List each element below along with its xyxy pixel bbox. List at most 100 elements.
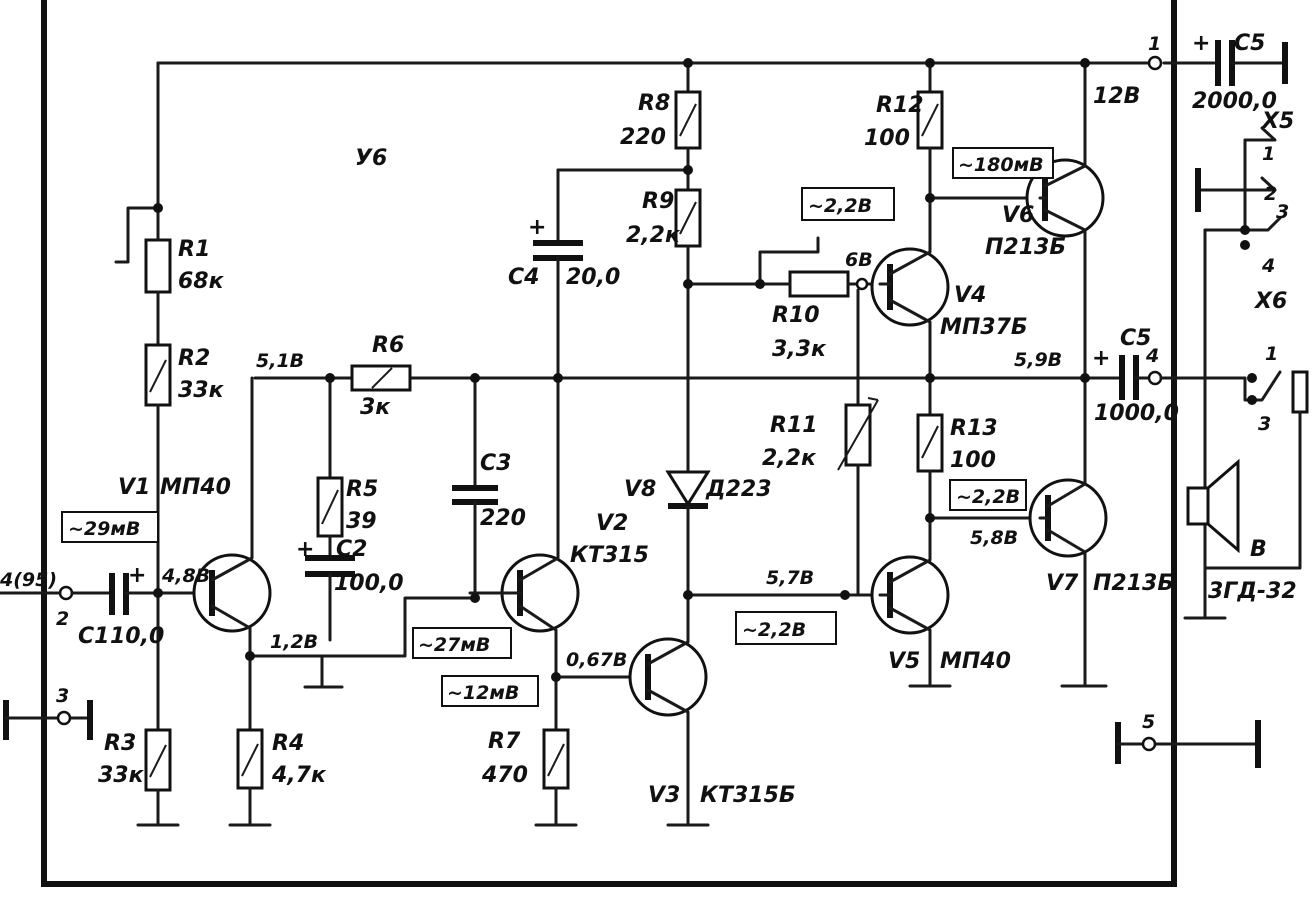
v7-base-voltage: 5,8В	[970, 527, 1018, 549]
c1-ref: C1	[78, 624, 109, 649]
board-frame	[41, 0, 1177, 887]
meas-v7-base: ~2,2В	[956, 486, 1020, 508]
terminal-5[interactable]	[1141, 736, 1157, 752]
c5-top-ref: C5	[1234, 31, 1265, 56]
terminal-3[interactable]	[56, 710, 72, 726]
capacitor-c1	[109, 573, 129, 615]
c4-value: 20,0	[566, 265, 620, 290]
r13-ref: R13	[950, 416, 998, 441]
v6-type: П213Б	[985, 235, 1066, 260]
speaker-ref: B	[1250, 537, 1267, 562]
c2-plus: +	[296, 537, 314, 562]
capacitor-c3	[452, 485, 498, 505]
pin-1: 1	[1148, 33, 1161, 55]
r2-value: 33к	[178, 378, 225, 403]
x6-pin-1: 1	[1265, 343, 1278, 365]
jack-x6	[1291, 370, 1309, 414]
c5-ref: C5	[1120, 326, 1151, 351]
v2-ref: V2	[596, 511, 628, 536]
resistor-r6	[350, 364, 412, 392]
v7-type: П213Б	[1093, 571, 1174, 596]
connector-x5: Х5	[1260, 109, 1294, 134]
r1-ref: R1	[178, 237, 210, 262]
resistor-r1	[144, 238, 172, 294]
r5-value: 39	[346, 509, 377, 534]
pin-3: 3	[56, 685, 69, 707]
r1-value: 68к	[178, 269, 225, 294]
meas-v5-base: ~2,2В	[742, 619, 806, 641]
r10-value: 3,3к	[772, 337, 827, 362]
v1-emitter-voltage: 1,2В	[270, 631, 318, 653]
r5-ref: R5	[346, 477, 378, 502]
r6-ref: R6	[372, 333, 404, 358]
c5-value: 1000,0	[1094, 401, 1179, 426]
c4-ref: C4	[508, 265, 539, 290]
c3-ref: C3	[480, 451, 511, 476]
connector-x6: Х6	[1253, 289, 1287, 314]
v1-type: МП40	[160, 475, 231, 500]
v1-base-voltage: 4,8В	[161, 565, 210, 587]
r2-ref: R2	[178, 346, 210, 371]
pin-2: 2	[56, 608, 69, 630]
v1-collector-voltage: 5,1В	[256, 350, 304, 372]
output-voltage: 5,9В	[1014, 349, 1062, 371]
v1-ref: V1	[118, 475, 150, 500]
meas-v2-base: ~27мВ	[418, 634, 490, 656]
c2-value: 100,0	[334, 571, 404, 596]
v3-base-voltage: 0,67В	[566, 649, 627, 671]
c4-plus: +	[528, 215, 546, 240]
r3-value: 33к	[98, 763, 145, 788]
resistor-r10	[788, 270, 850, 298]
v2-type: КТ315	[570, 543, 649, 568]
terminal-2[interactable]	[58, 585, 74, 601]
r7-value: 470	[481, 763, 528, 788]
v3-type: КТ315Б	[700, 783, 796, 808]
r11-value: 2,2к	[762, 446, 817, 471]
c5-top-value: 2000,0	[1192, 89, 1277, 114]
c5-top-plus: +	[1192, 31, 1210, 56]
c3-value: 220	[480, 506, 526, 531]
r12-ref: R12	[876, 93, 924, 118]
diode-v8	[665, 470, 711, 507]
v6-ref: V6	[1002, 203, 1034, 228]
x6-pin-3: 3	[1258, 413, 1271, 435]
r11-ref: R11	[770, 413, 818, 438]
r13-value: 100	[950, 448, 996, 473]
r9-ref: R9	[642, 189, 674, 214]
v5-type: МП40	[940, 649, 1011, 674]
c1-value: 10,0	[110, 624, 164, 649]
v7-ref: V7	[1046, 571, 1079, 596]
r10-ref: R10	[772, 303, 820, 328]
v8-type: Д223	[705, 477, 772, 502]
v5-ref: V5	[888, 649, 920, 674]
meas-v4-base: ~2,2В	[808, 195, 872, 217]
meas-v6-base: ~180мВ	[958, 154, 1044, 176]
transistor-v4	[870, 247, 950, 327]
pin-4: 4	[1145, 345, 1159, 367]
r3-ref: R3	[104, 731, 136, 756]
r6-value: 3к	[360, 395, 391, 420]
supply-voltage: 12В	[1093, 84, 1140, 109]
v5-base-voltage: 5,7В	[766, 567, 814, 589]
pin-5: 5	[1142, 711, 1155, 733]
v3-ref: V3	[648, 783, 680, 808]
r8-value: 220	[620, 125, 666, 150]
v4-ref: V4	[954, 283, 986, 308]
x5-pin-2: 2	[1264, 183, 1277, 205]
terminal-4[interactable]	[1147, 370, 1163, 386]
r7-ref: R7	[488, 729, 521, 754]
r9-value: 2,2к	[626, 223, 681, 248]
r4-value: 4,7к	[271, 763, 327, 788]
terminal-1[interactable]	[1147, 55, 1163, 71]
pin-input: 4(95)	[0, 569, 57, 591]
v4-type: МП37Б	[940, 315, 1028, 340]
capacitor-c4	[533, 240, 583, 261]
speaker-type: 3ГД-32	[1208, 579, 1297, 604]
block-label: У6	[355, 146, 387, 171]
r4-ref: R4	[272, 731, 304, 756]
meas-v3-base: ~12мВ	[447, 682, 519, 704]
x5-pin-4: 4	[1261, 255, 1275, 277]
v4-base-voltage: 6В	[845, 249, 873, 271]
transistor-v3	[628, 637, 708, 717]
